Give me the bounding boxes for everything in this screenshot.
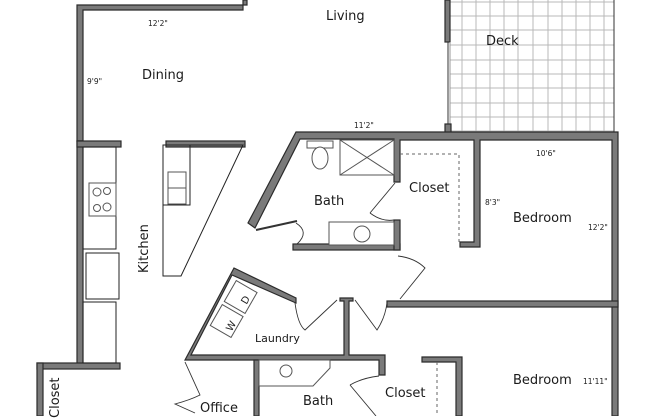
svg-text:W: W <box>225 319 240 333</box>
dimension-dining-depth: 9'9" <box>87 77 103 86</box>
room-label-bath-1: Bath <box>314 194 345 209</box>
deck-grid <box>450 0 615 134</box>
bath2-fixtures <box>173 359 380 416</box>
bath1-fixtures <box>255 139 396 246</box>
room-label-bath-2: Bath <box>303 394 334 409</box>
room-label-closet-3: Closet <box>48 377 63 418</box>
room-label-closet-1: Closet <box>409 181 450 196</box>
walls <box>36 0 619 416</box>
room-label-laundry: Laundry <box>255 332 300 345</box>
room-label-closet-2: Closet <box>385 386 426 401</box>
room-label-bedroom-2: Bedroom <box>513 373 572 388</box>
dimension-bedroom1-depth: 12'2" <box>588 223 608 232</box>
room-label-living: Living <box>326 9 365 24</box>
kitchen-fixtures <box>82 144 244 364</box>
dimension-bedroom1-closet: 8'3" <box>485 198 501 207</box>
room-label-bedroom-1: Bedroom <box>513 211 572 226</box>
laundry-fixtures: D W <box>209 255 426 339</box>
room-label-deck: Deck <box>486 34 519 49</box>
closet-shelves <box>400 153 460 416</box>
dimension-bedroom1-width: 10'6" <box>536 149 556 158</box>
room-label-kitchen: Kitchen <box>137 224 152 273</box>
dimension-bedroom2-depth: 11'11" <box>583 377 608 386</box>
room-label-dining: Dining <box>142 68 184 83</box>
dimension-dining-width: 12'2" <box>148 19 168 28</box>
room-label-office: Office <box>200 401 238 416</box>
dimension-living-width: 11'2" <box>354 121 374 130</box>
